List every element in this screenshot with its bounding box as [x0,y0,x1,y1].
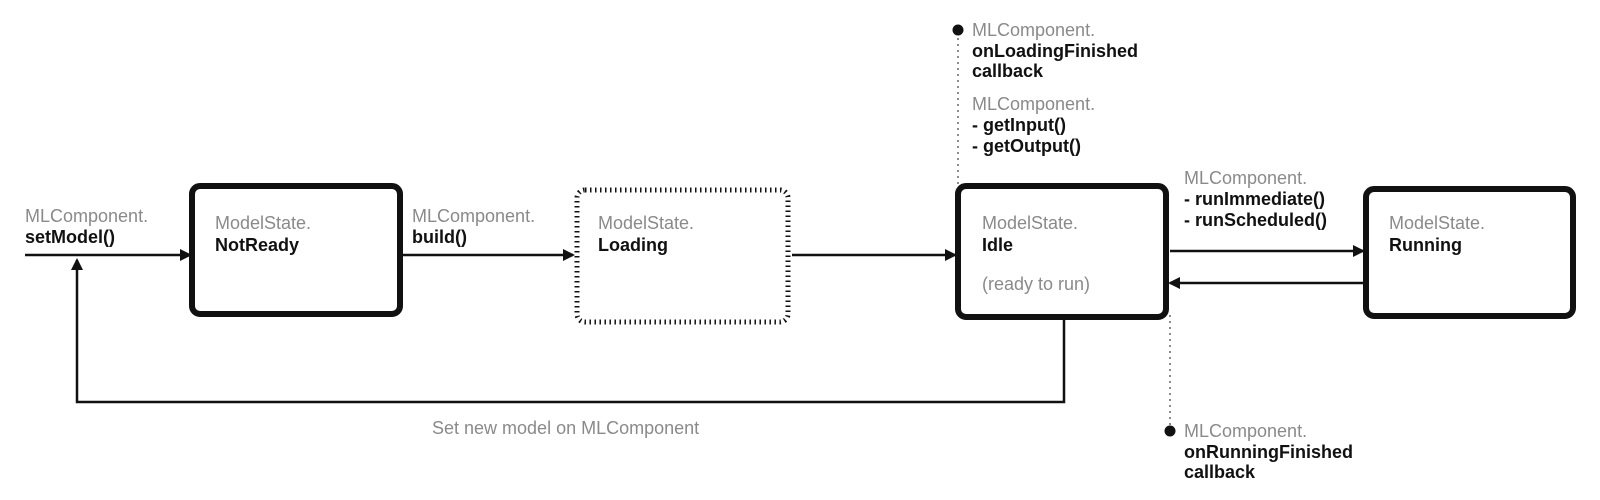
label-loading-finished-line2: callback [972,61,1044,81]
state-loading-name: Loading [598,235,668,255]
state-idle-prefix: ModelState. [982,213,1078,233]
state-running-prefix: ModelState. [1389,213,1485,233]
state-idle-name: Idle [982,235,1013,255]
arrow-reset-loop [71,258,1066,404]
label-run-line1: - runImmediate() [1184,189,1325,209]
callback-dot-loading [952,24,964,36]
label-io-prefix: MLComponent. [972,94,1095,114]
label-running-finished-line2: callback [1184,462,1256,482]
label-set-model-method: setModel() [25,227,115,247]
state-box-not-ready [189,183,403,317]
label-run-prefix: MLComponent. [1184,168,1307,188]
label-reset: Set new model on MLComponent [432,418,699,438]
label-running-finished-line1: onRunningFinished [1184,442,1353,462]
label-running-finished-prefix: MLComponent. [1184,421,1307,441]
label-loading-finished-line1: onLoadingFinished [972,41,1138,61]
label-io-line2: - getOutput() [972,136,1081,156]
label-io-line1: - getInput() [972,115,1066,135]
label-build-method: build() [412,227,467,247]
label-loading-finished-prefix: MLComponent. [972,20,1095,40]
state-box-idle [955,183,1169,320]
state-not-ready-prefix: ModelState. [215,213,311,233]
label-build-prefix: MLComponent. [412,206,535,226]
state-idle-note: (ready to run) [982,274,1090,294]
state-running-name: Running [1389,235,1462,255]
label-run-line2: - runScheduled() [1184,210,1327,230]
state-not-ready-name: NotReady [215,235,299,255]
state-box-running [1363,186,1576,319]
label-set-model-prefix: MLComponent. [25,206,148,226]
state-loading-prefix: ModelState. [598,213,694,233]
state-box-loading [574,187,791,325]
callback-dot-running [1164,425,1176,437]
